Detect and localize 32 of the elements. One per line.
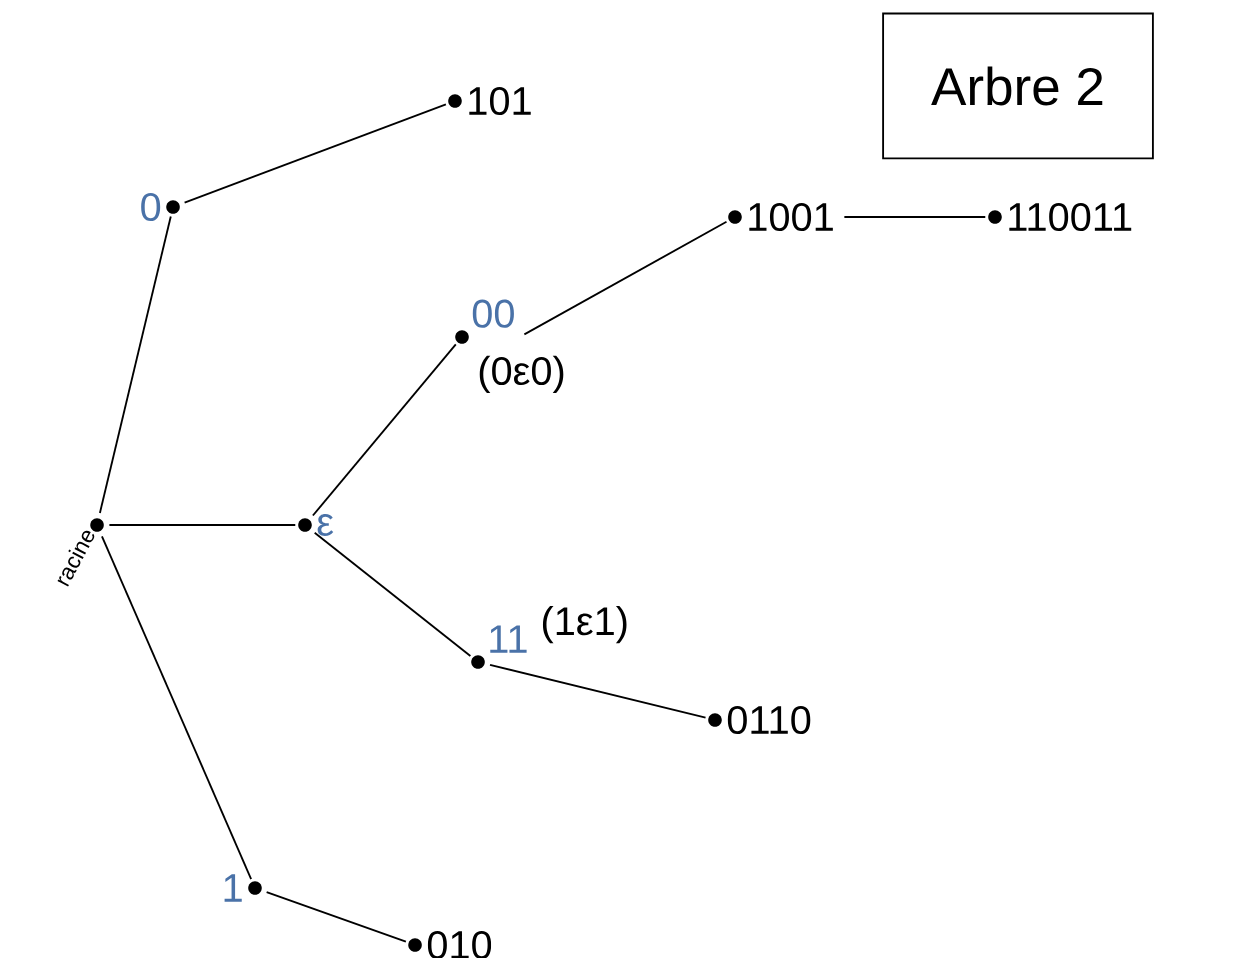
edge-line	[843, 216, 987, 218]
edge-line	[313, 531, 472, 657]
tree-node: 0	[141, 192, 180, 222]
node-label: 1001	[749, 202, 833, 232]
node-label: 11	[490, 625, 527, 653]
node-label: 0	[141, 192, 161, 222]
node-label: 00	[472, 299, 514, 328]
edge-line	[265, 891, 407, 943]
tree-node: ε	[298, 514, 334, 536]
edge-line	[312, 343, 457, 517]
node-label: 1	[224, 874, 242, 902]
title-box: Arbre 2	[882, 12, 1154, 160]
edge-line	[98, 215, 172, 514]
edge-line	[108, 524, 297, 526]
tree-node: 11 (1ε1)	[471, 606, 627, 669]
tree-node: 00 (0ε0)	[455, 299, 564, 393]
tree-node: 1001	[728, 202, 833, 232]
node-label: ε	[317, 514, 334, 536]
tree-node: 1	[224, 874, 262, 902]
edge-line	[489, 664, 707, 719]
tree-node: racine	[57, 518, 104, 587]
edge-line	[523, 220, 728, 336]
node-label: (1ε1)	[542, 606, 627, 644]
tree-node: 0110	[708, 705, 811, 735]
node-label: 101	[469, 86, 531, 116]
node-label: 0110	[727, 705, 811, 735]
node-label: (0ε0)	[479, 355, 564, 393]
node-label: racine	[57, 530, 95, 587]
edge-line	[101, 535, 253, 880]
edge-line	[183, 103, 447, 204]
tree-node: 101	[448, 86, 531, 116]
tree-node: 110011	[988, 202, 1132, 232]
